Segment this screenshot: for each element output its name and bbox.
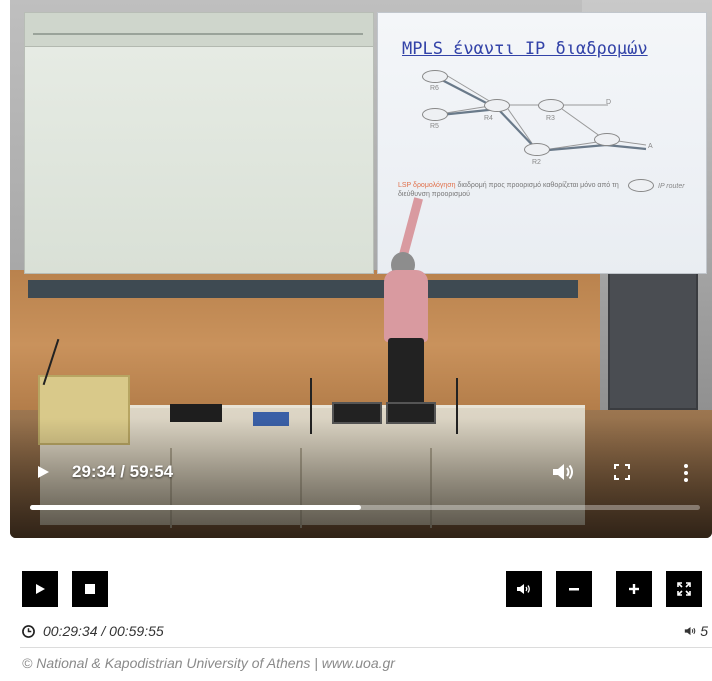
router-r6-label: R6 xyxy=(430,85,439,92)
router-r2-label: R2 xyxy=(532,159,541,166)
fullscreen-icon xyxy=(614,464,630,480)
router-r3 xyxy=(538,99,564,112)
slide-caption: LSP δρομολόγηση διαδρομή προς προορισμό … xyxy=(398,181,628,199)
playback-time: 00:29:34 / 00:59:55 xyxy=(43,623,164,639)
left-projection-screen xyxy=(24,12,374,274)
play-icon xyxy=(38,466,49,478)
copyright-notice: © National & Kapodistrian University of … xyxy=(22,655,395,671)
screen-toolbar xyxy=(25,13,373,47)
play-button[interactable] xyxy=(22,571,58,607)
router-r3-label: R3 xyxy=(546,115,555,122)
overlay-volume-button[interactable] xyxy=(550,461,576,483)
mute-button[interactable] xyxy=(506,571,542,607)
volume-up-button[interactable] xyxy=(616,571,652,607)
router-end xyxy=(594,133,620,146)
panel-divider xyxy=(20,647,712,648)
node-d-label: D xyxy=(606,99,612,106)
lecturer-body xyxy=(384,270,428,342)
overlay-fullscreen-button[interactable] xyxy=(613,463,631,481)
minus-icon xyxy=(569,588,579,591)
router-r4-label: R4 xyxy=(484,115,493,122)
router-r5-label: R5 xyxy=(430,123,439,130)
node-a-label: A xyxy=(648,143,653,150)
legend-label: IP router xyxy=(658,183,685,190)
overlay-progress-bar[interactable] xyxy=(30,505,700,510)
screen-toolbar-line xyxy=(33,33,363,35)
plus-icon xyxy=(629,584,639,594)
stop-button[interactable] xyxy=(72,571,108,607)
slide-title: MPLS έναντι IP διαδρομών xyxy=(402,39,648,59)
router-r5 xyxy=(422,108,448,121)
microphone xyxy=(310,378,312,434)
volume-down-button[interactable] xyxy=(556,571,592,607)
desk-laptop xyxy=(170,404,222,422)
clock-icon xyxy=(22,624,35,638)
lecturer-legs xyxy=(388,338,424,408)
legend-router-icon xyxy=(628,179,654,192)
slide-caption-highlight: LSP δρομολόγηση xyxy=(398,182,456,189)
play-icon xyxy=(36,584,45,594)
overlay-play-button[interactable] xyxy=(34,461,54,483)
fullscreen-icon xyxy=(677,582,691,596)
fullscreen-button[interactable] xyxy=(666,571,702,607)
volume-icon xyxy=(685,626,696,636)
microphone xyxy=(456,378,458,434)
video-player[interactable]: MPLS έναντι IP διαδρομών R6 R5 R4 R3 xyxy=(10,0,712,538)
router-r4 xyxy=(484,99,510,112)
volume-icon xyxy=(553,464,573,480)
projector-rail xyxy=(28,280,578,298)
slide-caption-text: διαδρομή προς προορισμό καθορίζεται μόνο… xyxy=(398,182,619,198)
hall-door xyxy=(608,270,698,410)
overlay-more-options-button[interactable] xyxy=(682,462,690,484)
volume-level-indicator: 5 xyxy=(684,623,708,639)
playback-time-row: 00:29:34 / 00:59:55 xyxy=(22,623,164,639)
overlay-time-display: 29:34 / 59:54 xyxy=(72,462,174,481)
more-vertical-icon xyxy=(684,464,688,482)
router-r6 xyxy=(422,70,448,83)
stop-icon xyxy=(85,584,95,594)
slide-projection-screen: MPLS έναντι IP διαδρομών R6 R5 R4 R3 xyxy=(377,12,707,274)
overlay-progress-fill xyxy=(30,505,361,510)
router-r2 xyxy=(524,143,550,156)
volume-level: 5 xyxy=(700,623,708,639)
volume-icon xyxy=(517,584,530,594)
player-control-panel: 00:29:34 / 00:59:55 5 © National & Kapod… xyxy=(10,557,712,681)
controls-overlay xyxy=(10,418,712,538)
